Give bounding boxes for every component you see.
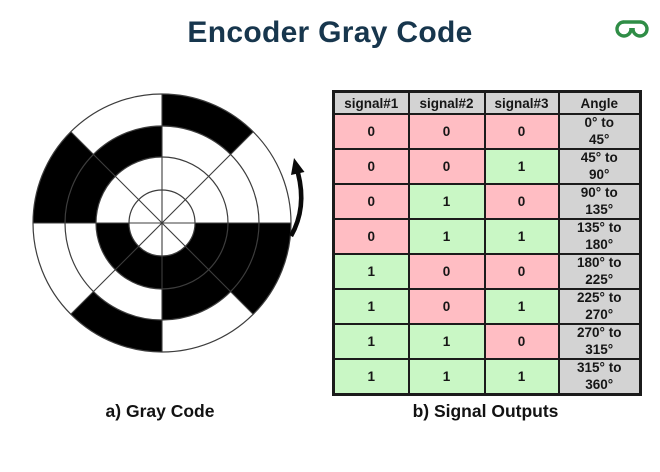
signal-cell: 0: [332, 183, 410, 220]
disk-grid: [32, 93, 292, 353]
signal-cell: 0: [332, 113, 410, 150]
signal-cell: 0: [483, 113, 560, 150]
signal-cell: 1: [332, 323, 410, 360]
signal-cell: 1: [483, 148, 560, 185]
angle-cell: 135° to 180°: [557, 218, 642, 255]
geeksforgeeks-logo-icon: [615, 18, 649, 38]
column-header: Angle: [557, 90, 642, 115]
signal-cell: 1: [483, 218, 560, 255]
signal-cell: 1: [332, 253, 410, 290]
signal-cell: 1: [407, 218, 486, 255]
signal-cell: 0: [483, 183, 560, 220]
column-header: signal#2: [407, 90, 486, 115]
caption-signal-outputs: b) Signal Outputs: [412, 401, 559, 421]
signal-cell: 0: [407, 288, 486, 325]
signal-cell: 0: [332, 148, 410, 185]
column-header: signal#3: [483, 90, 560, 115]
angle-cell: 180° to 225°: [557, 253, 642, 290]
signal-cell: 1: [407, 183, 486, 220]
signal-cell: 0: [407, 253, 486, 290]
signal-cell: 1: [407, 323, 486, 360]
angle-cell: 45° to 90°: [557, 148, 642, 185]
column-header: signal#1: [332, 90, 410, 115]
gray-code-disk: [32, 93, 305, 353]
signal-cell: 1: [483, 288, 560, 325]
angle-cell: 315° to 360°: [557, 358, 642, 396]
signal-cell: 0: [483, 323, 560, 360]
signal-cell: 0: [332, 218, 410, 255]
signal-cell: 1: [332, 288, 410, 325]
angle-cell: 0° to 45°: [557, 113, 642, 150]
angle-cell: 90° to 135°: [557, 183, 642, 220]
angle-cell: 225° to 270°: [557, 288, 642, 325]
page-title: Encoder Gray Code: [187, 16, 473, 49]
rotation-arrow-icon: [288, 158, 305, 238]
signal-cell: 0: [407, 113, 486, 150]
signal-cell: 0: [483, 253, 560, 290]
angle-cell: 270° to 315°: [557, 323, 642, 360]
signal-cell: 1: [483, 358, 560, 396]
signal-cell: 0: [407, 148, 486, 185]
disk-segments: [33, 94, 291, 352]
signal-cell: 1: [407, 358, 486, 396]
signal-cell: 1: [332, 358, 410, 396]
caption-gray-code: a) Gray Code: [105, 401, 215, 421]
